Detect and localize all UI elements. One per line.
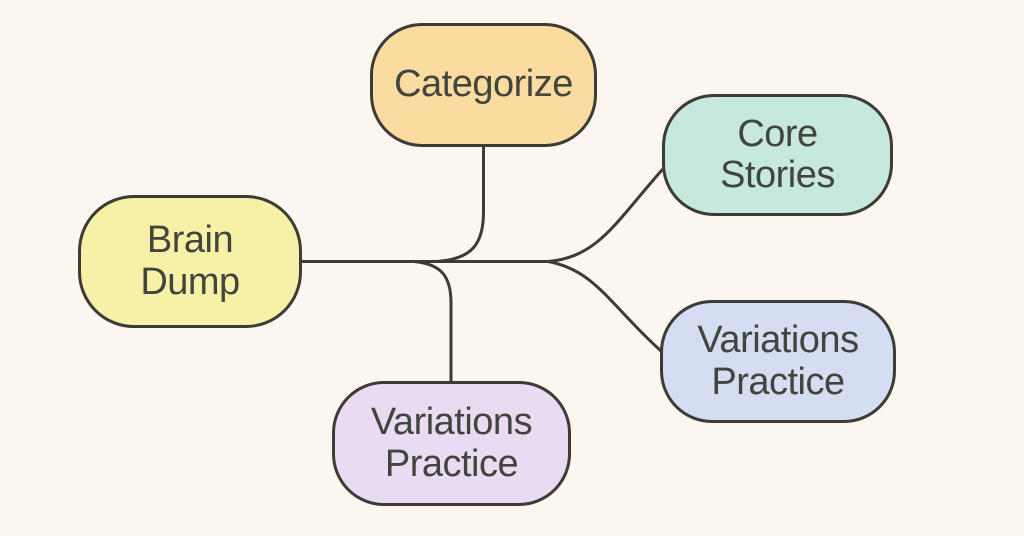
node-variations-practice-bottom[interactable]: Variations Practice <box>332 381 571 506</box>
node-brain-dump-label: Brain Dump <box>140 219 240 303</box>
node-variations-practice-right-label: Variations Practice <box>697 319 859 403</box>
node-core-stories[interactable]: Core Stories <box>662 94 893 216</box>
edge-brain-dump-to-core-stories <box>546 168 664 263</box>
edge-brain-dump-to-variations-bottom <box>412 260 453 383</box>
edge-brain-dump-to-categorize <box>435 145 485 263</box>
edge-brain-dump-to-variations-right <box>546 260 663 353</box>
node-brain-dump[interactable]: Brain Dump <box>78 195 302 328</box>
node-variations-practice-bottom-label: Variations Practice <box>370 401 533 485</box>
node-core-stories-label: Core Stories <box>720 112 835 196</box>
node-variations-practice-right[interactable]: Variations Practice <box>660 300 896 423</box>
node-categorize-label: Categorize <box>394 63 573 106</box>
node-categorize[interactable]: Categorize <box>370 23 597 147</box>
